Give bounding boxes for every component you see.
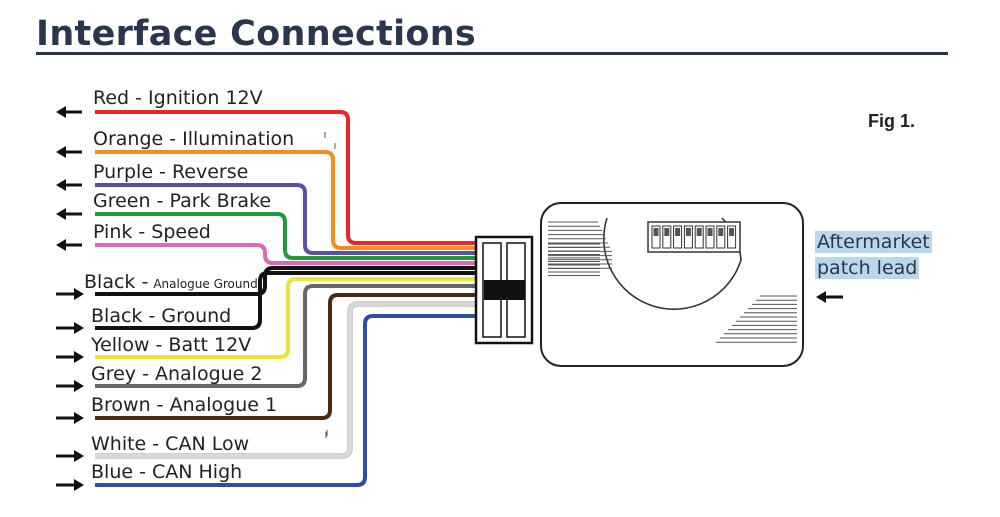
arrow-in-7 — [74, 351, 84, 363]
wire-11 — [95, 314, 476, 487]
figure-label: Fig 1. — [868, 111, 916, 131]
page-title: Interface Connections — [36, 14, 477, 54]
dip-switch-cell-2 — [673, 225, 683, 249]
dip-switch-cell-1 — [662, 225, 672, 249]
arrow-out-2 — [56, 179, 66, 191]
wire-6 — [95, 271, 476, 330]
interface-module — [540, 202, 804, 367]
dip-switch — [647, 221, 741, 253]
wire-7 — [95, 277, 476, 359]
wire-0 — [95, 110, 476, 245]
wire-label-7: Yellow - Batt 12V — [90, 334, 251, 356]
dip-switch-cell-6 — [716, 225, 726, 249]
arrow-in-10 — [74, 450, 84, 462]
wire-label-4: Pink - Speed — [93, 221, 211, 243]
arrow-out-0 — [56, 106, 66, 118]
patch-lead-line-1: Aftermarket — [815, 231, 932, 253]
wire-label-8: Grey - Analogue 2 — [91, 363, 263, 385]
wire-9 — [95, 293, 476, 420]
dip-switch-cell-3 — [683, 225, 693, 249]
arrow-out-3 — [56, 208, 66, 220]
arrow-in-11 — [74, 479, 84, 491]
connector-block — [474, 235, 534, 345]
dip-switch-cell-7 — [727, 225, 737, 249]
wire-label-5: Black -Analogue Ground — [84, 271, 258, 293]
wire-label-11: Blue - CAN High — [91, 461, 242, 483]
wire-label-small-5: Analogue Ground — [153, 277, 257, 291]
wire-label-2: Purple - Reverse — [93, 161, 248, 183]
arrow-out-1 — [56, 146, 66, 158]
wire-2 — [95, 183, 476, 255]
wire-label-9: Brown - Analogue 1 — [91, 394, 277, 416]
patch-lead-arrow — [816, 291, 843, 303]
wire-3 — [95, 212, 476, 260]
patch-lead-label: Aftermarket patch lead — [815, 229, 932, 281]
patch-lead-line-2: patch lead — [815, 257, 920, 279]
wire-label-3: Green - Park Brake — [93, 190, 271, 212]
wire-label-10: White - CAN Low — [91, 433, 249, 455]
dip-switch-cell-0 — [651, 225, 661, 249]
arrow-in-6 — [74, 322, 84, 334]
wire-4 — [95, 243, 476, 265]
arrow-in-8 — [74, 380, 84, 392]
wire-label-1: Orange - Illumination — [93, 128, 294, 150]
arrow-out-4 — [56, 239, 66, 251]
dip-switch-cell-4 — [694, 225, 704, 249]
arrow-in-9 — [74, 412, 84, 424]
wire-10 — [95, 302, 476, 458]
wire-8 — [95, 284, 476, 388]
arrow-in-5 — [74, 288, 84, 300]
title-underline — [36, 52, 948, 55]
wire-label-6: Black - Ground — [91, 305, 231, 327]
wire-label-0: Red - Ignition 12V — [93, 87, 263, 109]
wire-1 — [95, 150, 476, 250]
dip-switch-cell-5 — [705, 225, 715, 249]
